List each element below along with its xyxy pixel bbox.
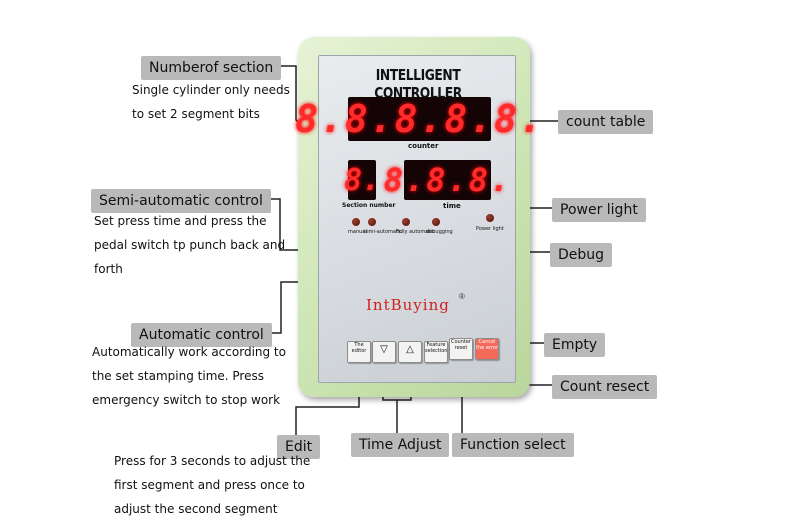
counter-label: counter	[408, 142, 439, 150]
led-fully-automatic	[402, 218, 410, 226]
brand-logo: IntBuying	[366, 296, 450, 314]
note-line: the set stamping time. Press	[92, 369, 264, 383]
time-digits: 8.8.8.	[383, 161, 512, 199]
callout-automatic: Automatic control	[131, 323, 272, 347]
section-number-label: Section number	[342, 202, 396, 209]
time-display: 8.8.8.	[384, 160, 509, 200]
up-button[interactable]: △	[398, 341, 422, 363]
brand-registered-mark: ®	[459, 292, 465, 301]
note-line: first segment and press once to	[114, 478, 305, 492]
section-display: 8.	[344, 160, 380, 200]
led-label-debug: debugging	[426, 229, 453, 235]
led-manual	[352, 218, 360, 226]
callout-empty: Empty	[544, 333, 606, 357]
empty-button[interactable]: Cancel the error	[475, 338, 499, 360]
counter-reset-button[interactable]: Counter reset	[449, 338, 473, 360]
counter-digits: 8.8.8.8.8.	[295, 97, 544, 141]
callout-power-light: Power light	[552, 198, 646, 222]
up-arrow-icon: △	[406, 344, 414, 355]
led-power	[486, 214, 494, 222]
led-label-power: Power light	[476, 226, 504, 232]
note-line: forth	[94, 262, 123, 276]
editor-button[interactable]: The editor	[347, 341, 371, 363]
time-label: time	[443, 202, 461, 210]
led-semi-automatic	[368, 218, 376, 226]
led-label-fully: Fully automatic	[396, 229, 435, 235]
note-line: emergency switch to stop work	[92, 393, 281, 407]
callout-edit: Edit	[277, 435, 321, 459]
note-line: Press for 3 seconds to adjust the	[114, 454, 311, 468]
callout-count-reset: Count resect	[552, 375, 658, 399]
note-edit: Press for 3 seconds to adjust the first …	[114, 449, 310, 521]
callout-semi-automatic: Semi-automatic control	[91, 189, 271, 213]
section-digits: 8.	[343, 162, 381, 198]
down-arrow-icon: ▽	[380, 344, 388, 355]
note-line: Single cylinder only needs	[132, 83, 290, 97]
counter-display: 8.8.8.8.8.	[295, 97, 542, 141]
callout-debug: Debug	[550, 243, 613, 267]
note-line: to set 2 segment bits	[132, 107, 260, 121]
callout-time-adjust: Time Adjust	[351, 433, 450, 457]
callout-function-select: Function select	[452, 433, 574, 457]
note-line: pedal switch tp punch back and	[94, 238, 286, 252]
note-automatic: Automatically work according to the set …	[92, 340, 286, 412]
down-button[interactable]: ▽	[372, 341, 396, 363]
callout-number-of-section: Numberof section	[141, 56, 282, 80]
note-line: Automatically work according to	[92, 345, 286, 359]
note-number-of-section: Single cylinder only needs to set 2 segm…	[132, 78, 290, 126]
feature-selection-button[interactable]: Feature selection	[424, 341, 448, 363]
note-line: adjust the second segment	[114, 502, 278, 516]
note-line: Set press time and press the	[94, 214, 267, 228]
led-debugging	[432, 218, 440, 226]
led-label-manual: manual	[348, 229, 367, 235]
callout-count-table: count table	[558, 110, 654, 134]
led-label-semi: semi-automatic	[363, 229, 403, 235]
note-semi-automatic: Set press time and press the pedal switc…	[94, 209, 285, 281]
